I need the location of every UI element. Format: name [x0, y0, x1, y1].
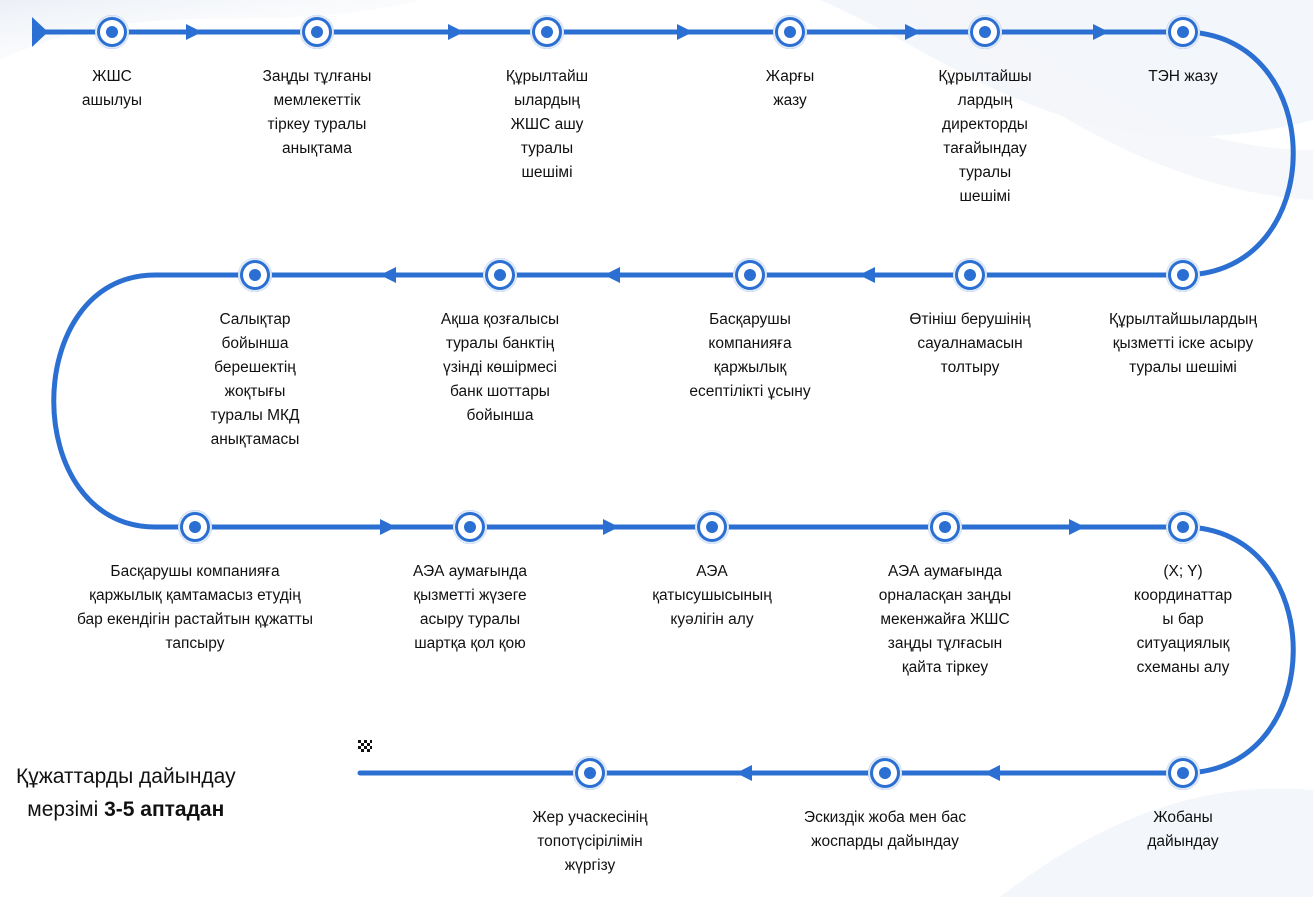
milestone-label: АЭА аумағында орналасқан заңды мекенжайғ…: [878, 563, 1012, 676]
direction-arrow: [1069, 519, 1085, 535]
direction-arrow: [380, 267, 396, 283]
milestone-label: Басқарушы компанияға қаржылық қамтамасыз…: [76, 563, 314, 652]
direction-arrow: [186, 24, 202, 40]
duration-note-prefix: мерзімі: [27, 798, 105, 821]
duration-note: Құжаттарды дайындау мерзімі 3-5 аптадан: [16, 760, 236, 826]
milestone-node-dot: [1177, 26, 1189, 38]
milestone-label: Құрылтайшы лардың директорды тағайындау …: [938, 68, 1032, 205]
milestone-label: Эскиздік жоба мен бас жоспарды дайындау: [803, 809, 967, 850]
milestone-node: [868, 756, 902, 790]
duration-value: 3-5 аптадан: [104, 798, 225, 821]
milestone-node: [1166, 15, 1200, 49]
milestone-label: Заңды тұлғаны мемлекеттік тіркеу туралы …: [262, 68, 372, 157]
milestone-label: АЭА аумағында қызметті жүзеге асыру тура…: [412, 563, 528, 652]
milestone-label: (X; Y) координаттар ы бар ситуациялық сх…: [1133, 563, 1233, 676]
direction-arrow: [1093, 24, 1109, 40]
milestone-node-dot: [1177, 521, 1189, 533]
milestone-node-dot: [964, 269, 976, 281]
direction-arrow: [604, 267, 620, 283]
milestone-node-dot: [464, 521, 476, 533]
milestone-node: [483, 258, 517, 292]
milestone-label: ТЭН жазу: [1148, 68, 1218, 85]
milestone-label: Басқарушы компанияға қаржылық есептілікт…: [689, 311, 811, 400]
direction-arrow: [380, 519, 396, 535]
milestone-label: Құрылтайшылардың қызметті іске асыру тур…: [1108, 311, 1258, 376]
start-arrow: [32, 17, 48, 47]
milestone-node-dot: [494, 269, 506, 281]
direction-arrow: [984, 765, 1000, 781]
milestone-node-dot: [189, 521, 201, 533]
milestone-node-dot: [249, 269, 261, 281]
milestone-node: [530, 15, 564, 49]
milestone-label: Жарғы жазу: [765, 68, 815, 109]
milestone-node: [238, 258, 272, 292]
milestone-label: АЭА қатысушысының куәлігін алу: [652, 563, 772, 628]
milestone-label: Жер учаскесінің топотүсірілімін жүргізу: [532, 809, 648, 874]
direction-arrow: [736, 765, 752, 781]
turn-right-1: [1180, 29, 1296, 278]
milestone-node: [773, 15, 807, 49]
milestone-label: Өтініш берушінің сауалнамасын толтыру: [909, 311, 1031, 376]
milestone-node-dot: [706, 521, 718, 533]
duration-note-line2: мерзімі 3-5 аптадан: [16, 793, 236, 826]
finish-flag-icon: [358, 740, 372, 752]
direction-arrow: [603, 519, 619, 535]
milestone-node-dot: [784, 26, 796, 38]
turn-left-1: [51, 272, 158, 530]
milestone-node-dot: [311, 26, 323, 38]
milestone-node-dot: [541, 26, 553, 38]
milestone-node: [573, 756, 607, 790]
milestone-node-dot: [939, 521, 951, 533]
milestone-node-dot: [979, 26, 991, 38]
milestone-node: [300, 15, 334, 49]
milestone-node-dot: [584, 767, 596, 779]
milestone-label: Құрылтайш ылардың ЖШС ашу туралы шешімі: [505, 68, 589, 181]
milestone-node: [95, 15, 129, 49]
direction-arrow: [859, 267, 875, 283]
milestone-node: [733, 258, 767, 292]
milestone-label: Салықтар бойынша берешектің жоқтығы тура…: [210, 311, 300, 448]
milestone-node: [968, 15, 1002, 49]
milestone-node-dot: [1177, 269, 1189, 281]
milestone-node-dot: [1177, 767, 1189, 779]
milestone-node-dot: [879, 767, 891, 779]
milestone-node: [1166, 258, 1200, 292]
milestone-node-dot: [106, 26, 118, 38]
milestone-node-dot: [744, 269, 756, 281]
milestone-node: [1166, 756, 1200, 790]
direction-arrow: [677, 24, 693, 40]
milestone-node: [453, 510, 487, 544]
milestone-node: [178, 510, 212, 544]
milestone-node: [928, 510, 962, 544]
milestone-node: [695, 510, 729, 544]
turn-right-2: [1180, 524, 1296, 776]
milestone-label: Жобаны дайындау: [1147, 809, 1219, 850]
milestone-label: ЖШС ашылуы: [81, 68, 143, 109]
milestone-label: Ақша қозғалысы туралы банктің үзінді көш…: [440, 311, 560, 424]
milestone-node: [1166, 510, 1200, 544]
duration-note-line1: Құжаттарды дайындау: [16, 765, 236, 788]
direction-arrow: [448, 24, 464, 40]
milestone-node: [953, 258, 987, 292]
direction-arrow: [905, 24, 921, 40]
